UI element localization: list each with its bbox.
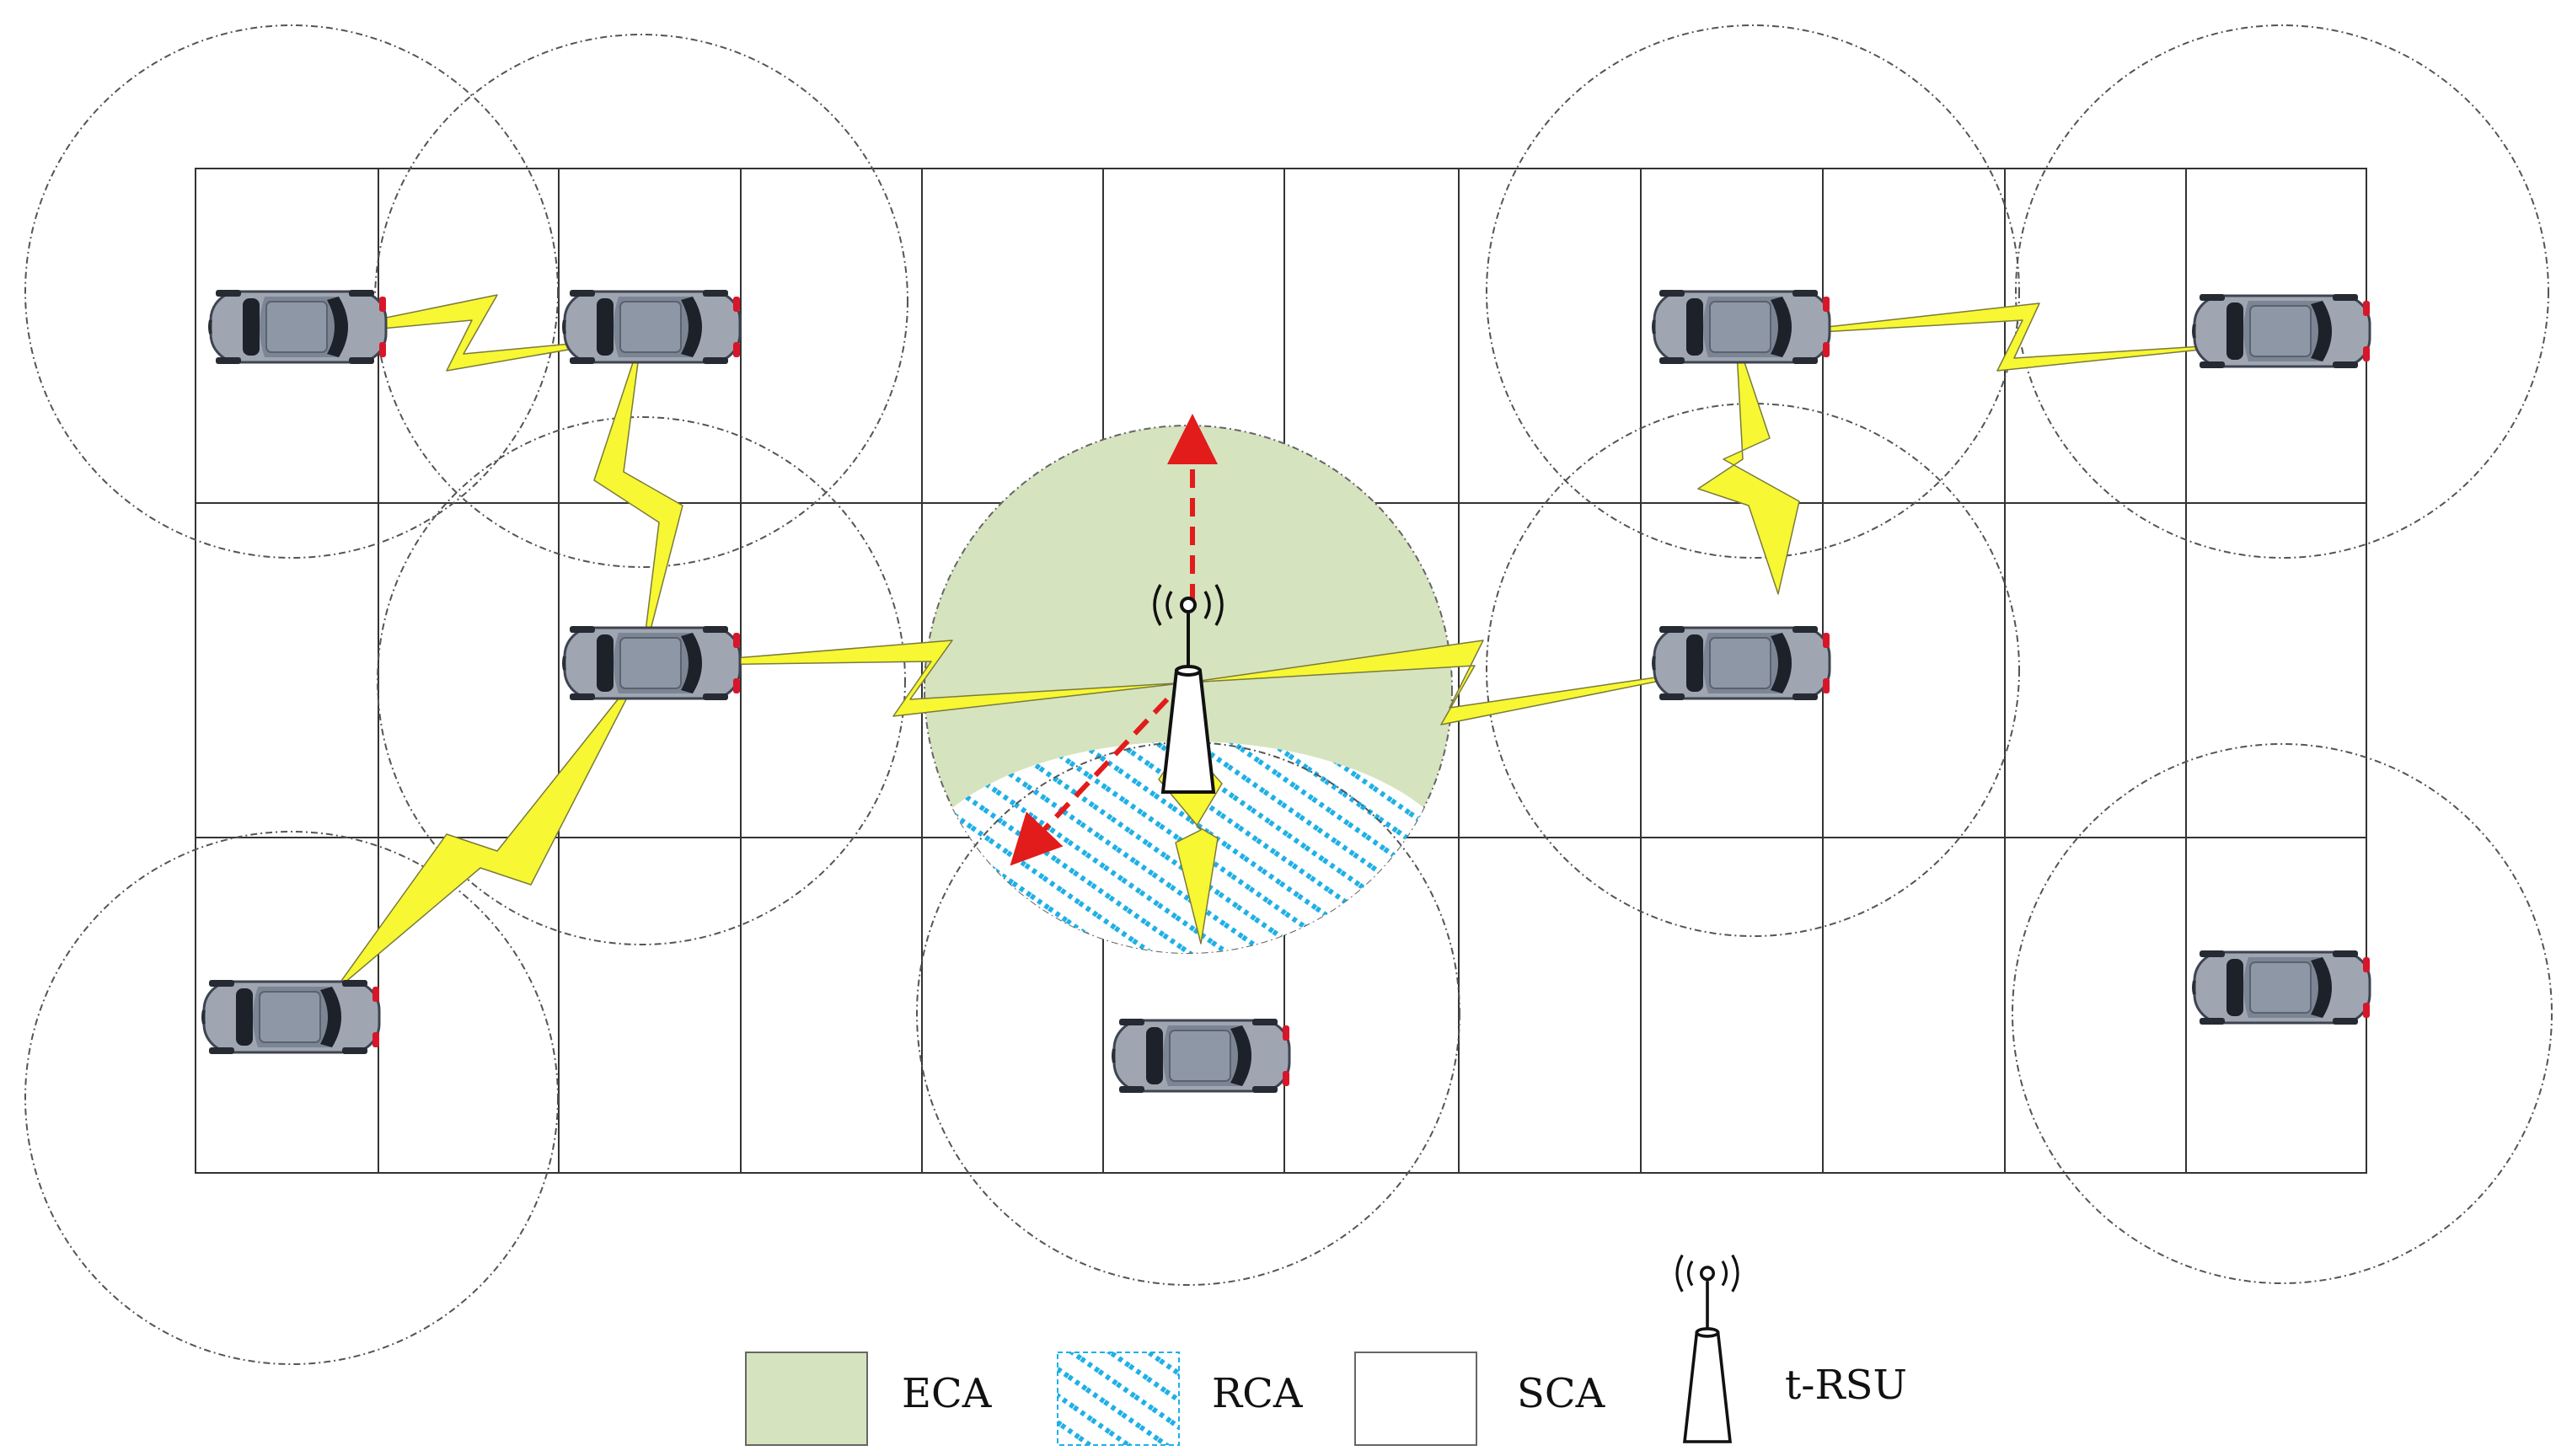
- link-lightning: [1697, 336, 1800, 595]
- legend-sca-swatch: [1354, 1352, 1477, 1446]
- road-grid: [195, 168, 2367, 1174]
- legend-rca-swatch: [1057, 1352, 1180, 1446]
- range-circle: [2015, 24, 2549, 559]
- legend-rsu-label: t-RSU: [1785, 1362, 1907, 1409]
- car-icon: [1112, 1017, 1291, 1095]
- car-icon: [208, 288, 388, 366]
- legend-eca-swatch: [745, 1352, 868, 1446]
- range-circle: [2012, 743, 2553, 1284]
- range-circle: [24, 831, 559, 1365]
- car-icon: [201, 978, 381, 1056]
- grid-outer-border: [195, 168, 2367, 1174]
- legend: ECA RCA SCA t-RSU: [745, 1253, 1907, 1446]
- link-lightning: [593, 336, 683, 666]
- car-icon: [2192, 292, 2371, 370]
- car-icon: [562, 624, 742, 702]
- legend-eca-label: ECA: [902, 1370, 993, 1417]
- legend-sca-label: SCA: [1517, 1370, 1606, 1417]
- car-icon: [1652, 624, 1831, 702]
- range-circle: [1486, 24, 2020, 559]
- car-icon: [1652, 288, 1831, 366]
- range-circle: [24, 24, 559, 559]
- car-icon: [2192, 949, 2371, 1026]
- range-circles: [24, 24, 2553, 1365]
- range-circle: [377, 416, 906, 945]
- direction-arrows: [1010, 414, 1218, 866]
- legend-rsu-icon: [1675, 1253, 1739, 1443]
- arrow-down-left: [1010, 697, 1170, 866]
- car-icon: [562, 288, 742, 366]
- legend-rca-label: RCA: [1212, 1370, 1304, 1417]
